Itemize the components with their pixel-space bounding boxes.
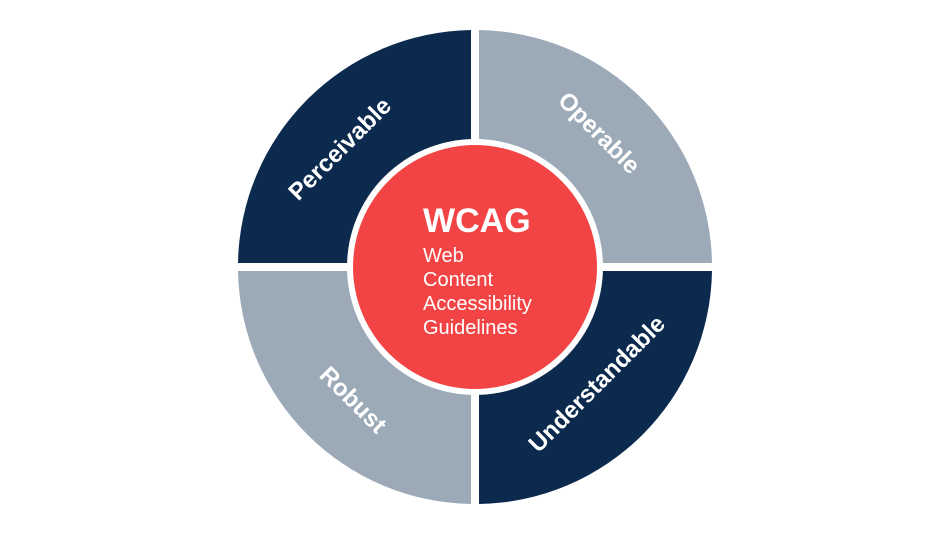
center-title: WCAG <box>423 202 531 240</box>
center-line-content: Content <box>423 269 493 291</box>
segment-operable <box>479 30 712 263</box>
segment-perceivable <box>238 30 471 263</box>
center-line-web: Web <box>423 245 464 267</box>
center-line-guidelines: Guidelines <box>423 317 518 339</box>
center-line-accessibility: Accessibility <box>423 293 532 315</box>
segment-understandable <box>479 271 712 504</box>
wcag-center-circle <box>353 145 597 389</box>
segment-robust <box>238 271 471 504</box>
